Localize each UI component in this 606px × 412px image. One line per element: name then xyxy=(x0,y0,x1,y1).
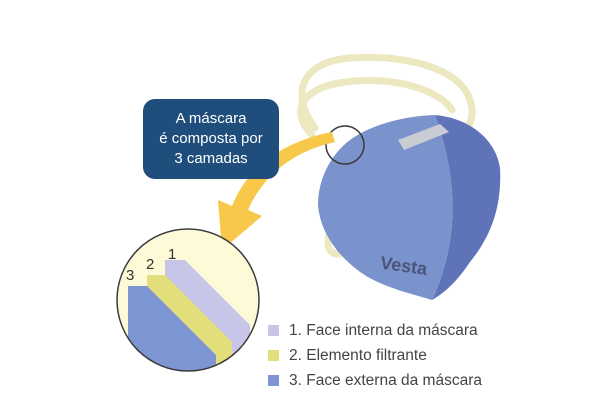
magnify-spot xyxy=(325,125,365,165)
callout-line-3: 3 camadas xyxy=(174,150,248,167)
callout-line-2: é composta por xyxy=(159,130,263,147)
zoom-circle: 3 2 1 xyxy=(116,228,260,372)
legend-item-inner: 1. Face interna da máscara xyxy=(268,318,482,343)
legend-item-outer: 3. Face externa da máscara xyxy=(268,368,482,393)
legend-swatch-inner xyxy=(268,325,279,336)
legend: 1. Face interna da máscara 2. Elemento f… xyxy=(268,318,482,393)
callout-box: A máscara é composta por 3 camadas xyxy=(143,99,279,179)
nose-clip-icon xyxy=(398,124,449,150)
legend-label-filter: 2. Elemento filtrante xyxy=(289,346,427,364)
layer-number-2: 2 xyxy=(146,256,154,273)
callout-line-1: A máscara xyxy=(175,110,247,127)
legend-label-outer: 3. Face externa da máscara xyxy=(289,371,482,389)
legend-swatch-outer xyxy=(268,375,279,386)
layer-number-3: 3 xyxy=(126,267,134,284)
legend-label-inner: 1. Face interna da máscara xyxy=(289,321,478,339)
mask-front xyxy=(318,115,453,300)
layer-number-1: 1 xyxy=(168,246,176,263)
mask-side xyxy=(432,115,501,300)
curved-arrow xyxy=(218,132,335,250)
legend-item-filter: 2. Elemento filtrante xyxy=(268,343,482,368)
mask: Vesta xyxy=(318,115,501,300)
legend-swatch-filter xyxy=(268,350,279,361)
layer-3-outer xyxy=(128,286,216,371)
